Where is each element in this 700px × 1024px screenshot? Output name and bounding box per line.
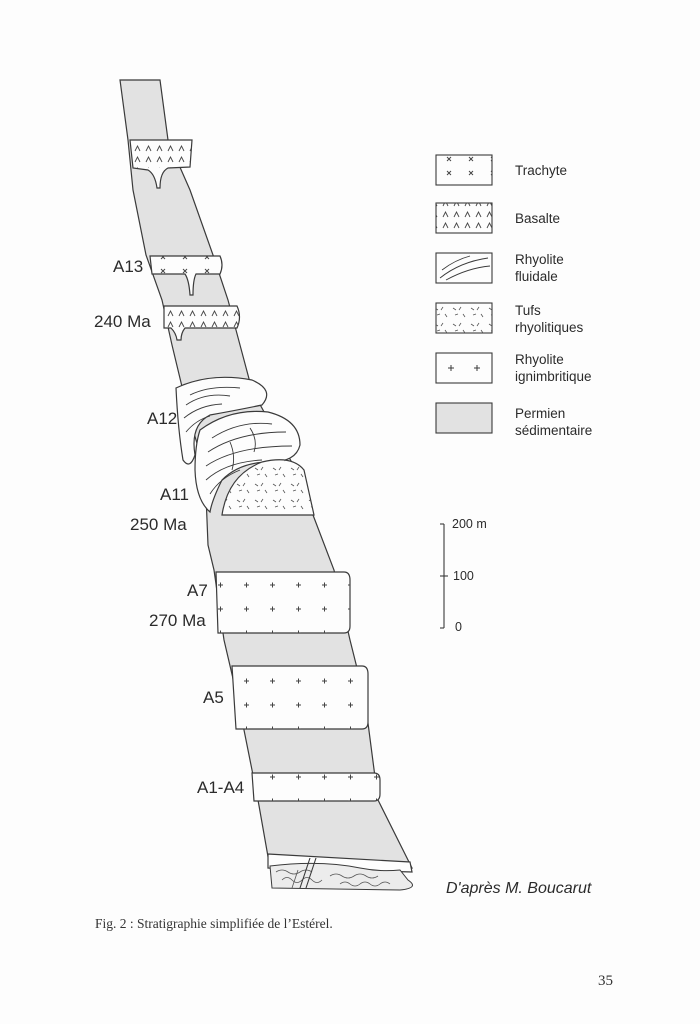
scale-label-mid: 100 <box>453 569 474 583</box>
label-250-ma: 250 Ma <box>130 515 187 534</box>
label-240-ma: 240 Ma <box>94 312 151 331</box>
legend-label-trachyte: Trachyte <box>515 163 568 178</box>
ignimbrite-bed-a7 <box>215 571 351 634</box>
ignimbrite-bed-a5 <box>231 665 369 730</box>
basalt-bed-240 <box>163 305 241 341</box>
label-a11: A11 <box>160 485 189 504</box>
legend-label-basalte: Basalte <box>515 211 561 226</box>
label-a1-a4: A1-A4 <box>197 778 245 797</box>
page-number: 35 <box>598 973 613 989</box>
label-a13: A13 <box>113 257 144 276</box>
tufs-rhyolitiques-a11 <box>221 459 315 516</box>
figure-caption: Fig. 2 : Stratigraphie simplifiée de l’E… <box>95 916 333 931</box>
rhyolite-fluidale-a12 <box>175 376 301 514</box>
legend-swatches <box>435 154 493 434</box>
ignimbrite-bed-a1a4 <box>251 772 381 802</box>
scale-label-bottom: 0 <box>455 620 462 634</box>
figure-credit: D'après M. Boucarut <box>446 880 592 897</box>
trachyte-bed-a13 <box>149 255 223 296</box>
label-a7: A7 <box>187 581 208 600</box>
label-270-ma: 270 Ma <box>149 611 206 630</box>
basalt-bed-top <box>129 139 193 189</box>
scale-label-top: 200 m <box>452 517 487 531</box>
legend-swatch-ignimbrite <box>435 352 493 384</box>
legend-swatch-permien <box>435 402 493 434</box>
label-a12: A12 <box>147 409 178 428</box>
scale-bar <box>440 523 448 629</box>
label-a5: A5 <box>203 688 224 707</box>
basement-base <box>267 853 413 891</box>
